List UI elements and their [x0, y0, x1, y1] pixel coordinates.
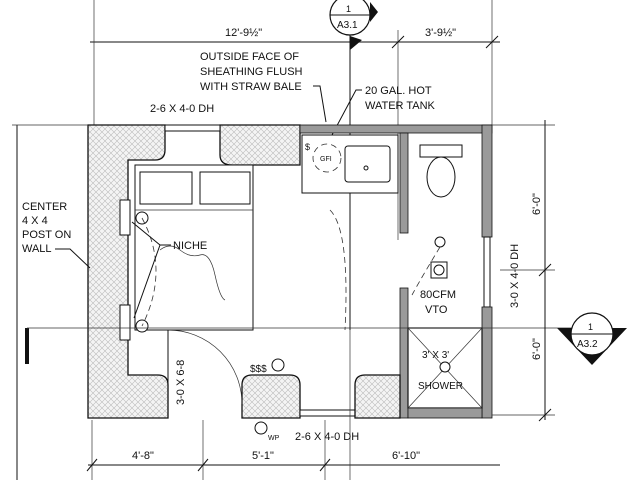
shower-label-2: SHOWER — [418, 381, 463, 392]
leader-sheathing — [313, 85, 327, 123]
top-window-label: 2-6 X 4-0 DH — [150, 103, 214, 115]
dim-right-1: 6'-0" — [531, 193, 543, 215]
frame-wall-right-lower — [481, 306, 493, 419]
bath-partition-upper — [399, 132, 409, 234]
right-dimension: 6'-0" 6'-0" — [492, 120, 555, 422]
kitchen-switch: $ — [305, 142, 310, 152]
post-note-3: POST ON — [22, 229, 71, 241]
shower-label-1: 3' X 3' — [422, 350, 449, 361]
niche-label: NICHE — [173, 240, 207, 252]
dim-right-2: 6'-0" — [531, 338, 543, 360]
section-number: 1 — [588, 322, 593, 332]
straw-bale-wall-bottom-right — [354, 374, 401, 419]
right-window — [483, 236, 491, 308]
fan-label-2: VTO — [425, 304, 448, 316]
toilet — [419, 144, 463, 198]
bath-partition-lower — [399, 287, 409, 419]
note-sheathing-3: WITH STRAW BALE — [200, 81, 302, 93]
straw-bale-wall-top — [219, 124, 301, 166]
section-sheet: A3.2 — [577, 339, 598, 350]
dim-bottom-2: 5'-1" — [252, 450, 274, 462]
frame-wall-top — [299, 124, 493, 134]
dim-top-2: 3'-9½" — [425, 27, 456, 39]
top-dimension: 12'-9½" 3'-9½" — [90, 0, 500, 240]
dim-top-1: 12'-9½" — [225, 27, 262, 39]
section-cut-mark-left — [25, 328, 29, 364]
top-window — [164, 124, 221, 132]
note-sheathing-2: SHEATHING FLUSH — [200, 66, 303, 78]
section-marker-a3-2: 1 A3.2 — [557, 312, 627, 365]
wp-label: WP — [268, 435, 280, 442]
note-water-tank-1: 20 GAL. HOT — [365, 85, 432, 97]
bottom-dimension: 4'-8" 5'-1" 6'-10" — [86, 330, 500, 480]
post-note-1: CENTER — [22, 201, 67, 213]
dim-bottom-1: 4'-8" — [132, 450, 154, 462]
leader-post — [55, 248, 91, 269]
dim-bottom-3: 6'-10" — [392, 450, 420, 462]
bottom-window-label: 2-6 X 4-0 DH — [295, 431, 359, 443]
straw-bale-wall-bottom-mid — [241, 374, 301, 419]
section-sheet: A3.1 — [337, 20, 358, 31]
entry-door-label: 3-0 X 6-8 — [175, 360, 187, 405]
section-number: 1 — [346, 4, 351, 14]
post-note-4: WALL — [22, 243, 52, 255]
bottom-window — [299, 409, 356, 417]
fixtures: $$$ — [135, 209, 448, 435]
fan-label-1: 80CFM — [420, 289, 456, 301]
gfi-label: GFI — [320, 156, 332, 163]
frame-wall-right-upper — [481, 124, 493, 238]
right-window-label: 3-0 X 4-0 DH — [509, 244, 521, 308]
bed — [134, 164, 254, 331]
switches: $$$ — [250, 364, 267, 375]
post-note-2: 4 X 4 — [22, 215, 48, 227]
note-water-tank-2: WATER TANK — [365, 100, 436, 112]
note-sheathing-1: OUTSIDE FACE OF — [200, 51, 299, 63]
walls — [87, 124, 493, 419]
leader-niche — [131, 221, 171, 319]
kitchen-sink: GFI $ — [301, 134, 399, 194]
